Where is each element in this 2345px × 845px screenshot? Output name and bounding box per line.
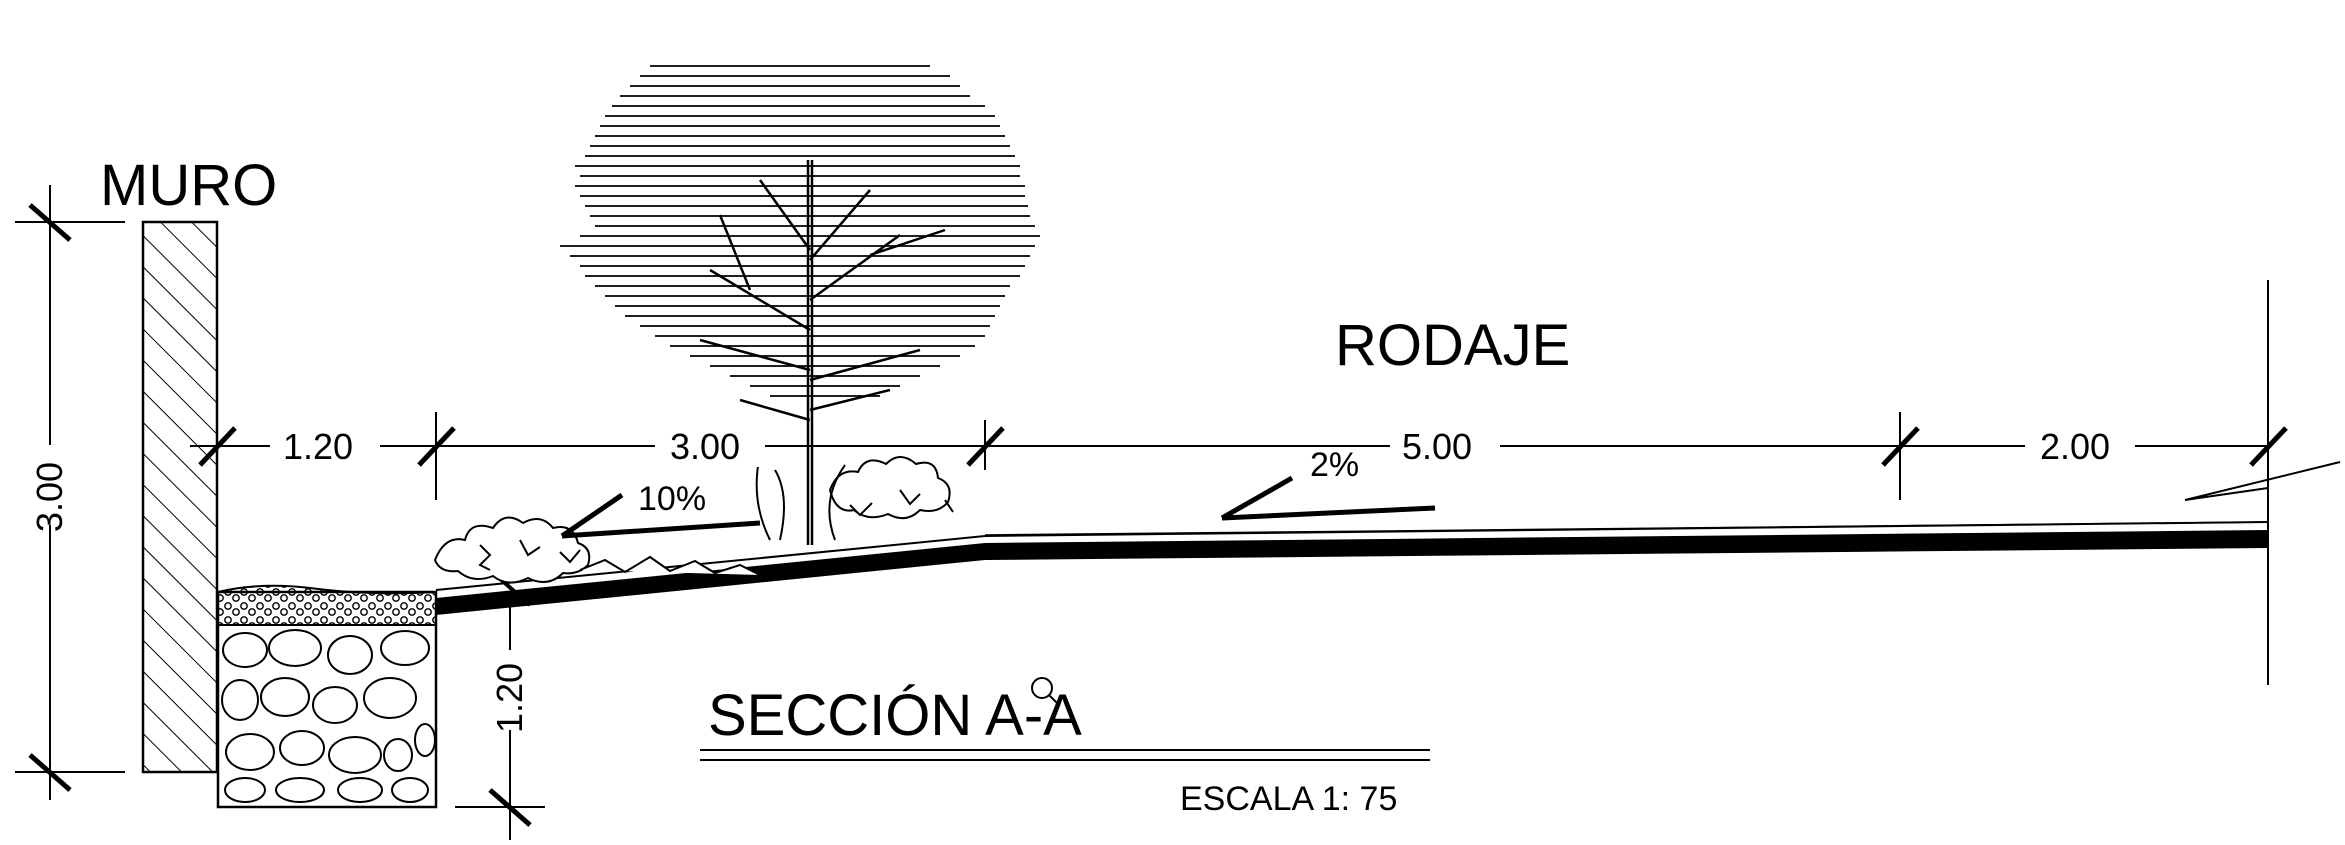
break-line (2184, 461, 2341, 501)
section-title-block: SECCIÓN A-A ESCALA 1: 75 (700, 683, 1430, 818)
dimension-3-label: 5.00 (1402, 426, 1472, 467)
section-title: SECCIÓN A-A (708, 683, 1082, 748)
dimension-1-label: 1.20 (283, 426, 353, 467)
horizontal-dimension-line (190, 280, 2288, 685)
trench-depth-label: 1.20 (489, 663, 530, 733)
dimension-4-label: 2.00 (2040, 426, 2110, 467)
scale-label: ESCALA 1: 75 (1180, 780, 1397, 818)
cursor-icon (1031, 677, 1059, 705)
planter-slope-arrow (560, 492, 761, 539)
planter-slope-label: 10% (638, 480, 706, 518)
wall-label: MURO (100, 153, 277, 218)
stone-trench (216, 584, 438, 809)
road-slope-arrow (1220, 475, 1436, 521)
tree-illustration (560, 65, 1040, 545)
wall (141, 220, 219, 774)
wall-height-dimension (15, 185, 125, 800)
wall-height-label: 3.00 (29, 462, 70, 532)
pavement-profile (435, 521, 2269, 615)
dimension-2-label: 3.00 (670, 426, 740, 467)
road-label: RODAJE (1335, 313, 1570, 378)
shrubs (433, 454, 954, 584)
road-slope-label: 2% (1310, 446, 1359, 484)
